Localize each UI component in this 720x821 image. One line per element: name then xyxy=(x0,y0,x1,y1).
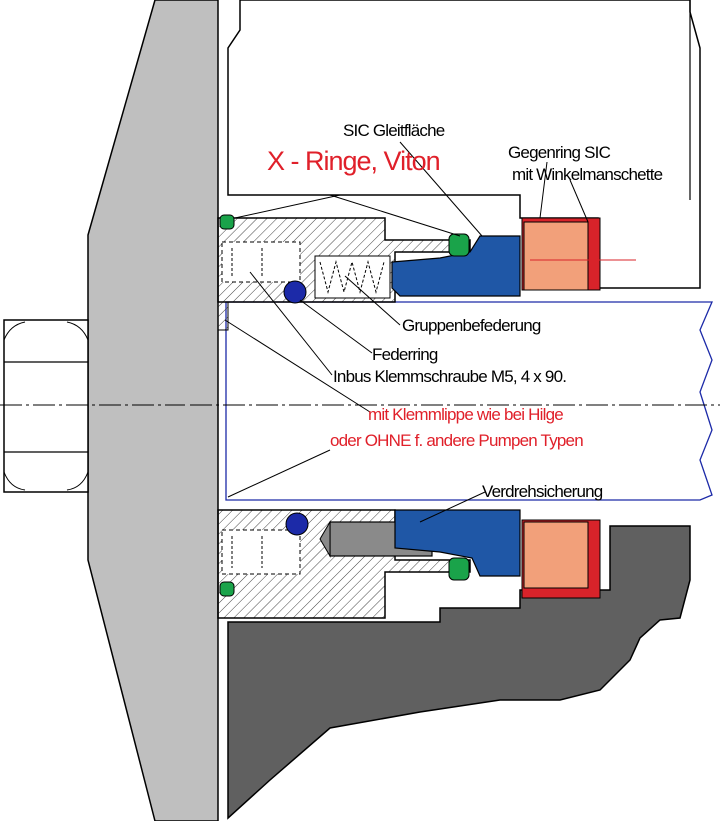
x-ring-flange-lower xyxy=(219,581,235,597)
federring-upper xyxy=(283,280,307,304)
label-gegenring-line1: Gegenring SIC xyxy=(508,143,611,162)
upper-seal-assembly xyxy=(217,214,636,304)
label-note-line2: oder OHNE f. andere Pumpen Typen xyxy=(330,431,583,450)
label-sic-gleitflaeche: SIC Gleitfläche xyxy=(343,121,445,140)
lower-seal-assembly xyxy=(217,509,601,619)
hex-nut xyxy=(3,319,89,493)
gegenring-upper xyxy=(523,221,589,291)
label-x-ringe-viton: X - Ringe, Viton xyxy=(267,146,440,176)
x-ring-holder-upper xyxy=(448,233,470,257)
x-ring-flange-upper xyxy=(219,214,235,230)
label-gegenring-line2: mit Winkelmanschette xyxy=(512,165,663,184)
klemmlippe xyxy=(217,301,229,331)
label-federring: Federring xyxy=(372,345,438,364)
federring-lower xyxy=(285,512,309,536)
label-verdrehsicherung: Verdrehsicherung xyxy=(482,482,603,501)
label-inbus-klemmschraube: Inbus Klemmschraube M5, 4 x 90. xyxy=(333,367,566,386)
upper-housing xyxy=(227,0,701,289)
leader-lines xyxy=(224,141,589,523)
label-note-line1: mit Klemmlippe wie bei Hilge xyxy=(368,405,563,424)
shaft xyxy=(225,301,713,501)
x-ring-holder-lower xyxy=(448,557,470,581)
flange-plate xyxy=(87,0,219,821)
seal-body-lower xyxy=(394,509,521,577)
gegenring-lower xyxy=(523,521,589,589)
seal-body-upper xyxy=(391,235,521,297)
lower-housing xyxy=(227,525,691,820)
label-gruppenbefederung: Gruppenbefederung xyxy=(402,316,541,335)
